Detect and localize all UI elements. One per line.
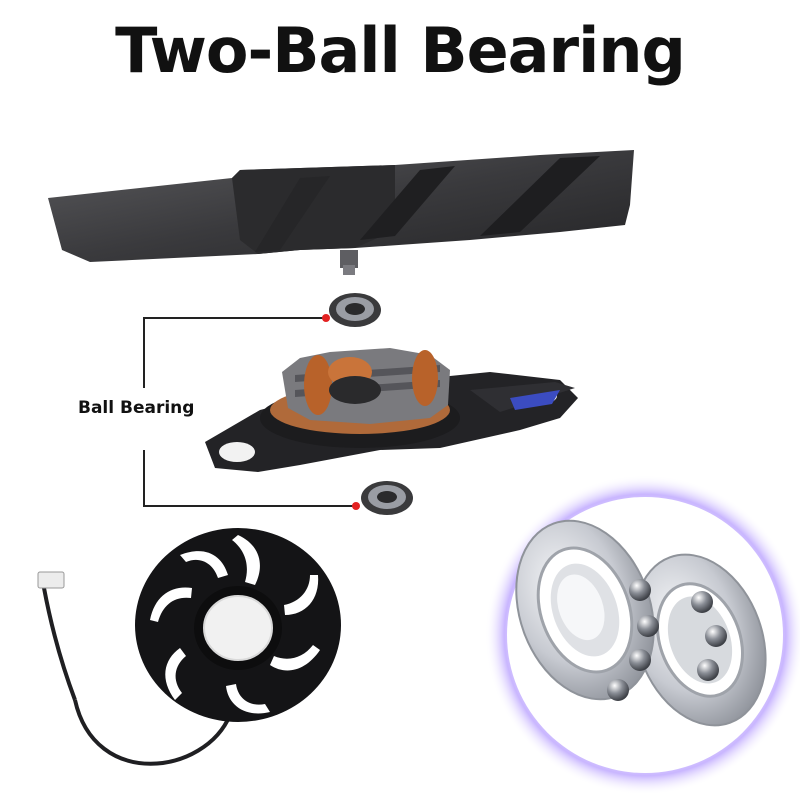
callout-lines [143, 314, 360, 510]
ball-bearing-icon [361, 481, 413, 515]
ball-bearing-label: Ball Bearing [78, 398, 195, 418]
page-title: Two-Ball Bearing [115, 14, 686, 87]
fan-blade-icon [48, 150, 634, 275]
callout-dot-top [322, 314, 330, 322]
callout-dot-bottom [352, 502, 360, 510]
bearing-pair-icon [485, 475, 800, 795]
cooling-fan-icon [37, 528, 341, 766]
ball-bearing-icon [329, 293, 381, 327]
motor-stator-icon [205, 348, 578, 472]
